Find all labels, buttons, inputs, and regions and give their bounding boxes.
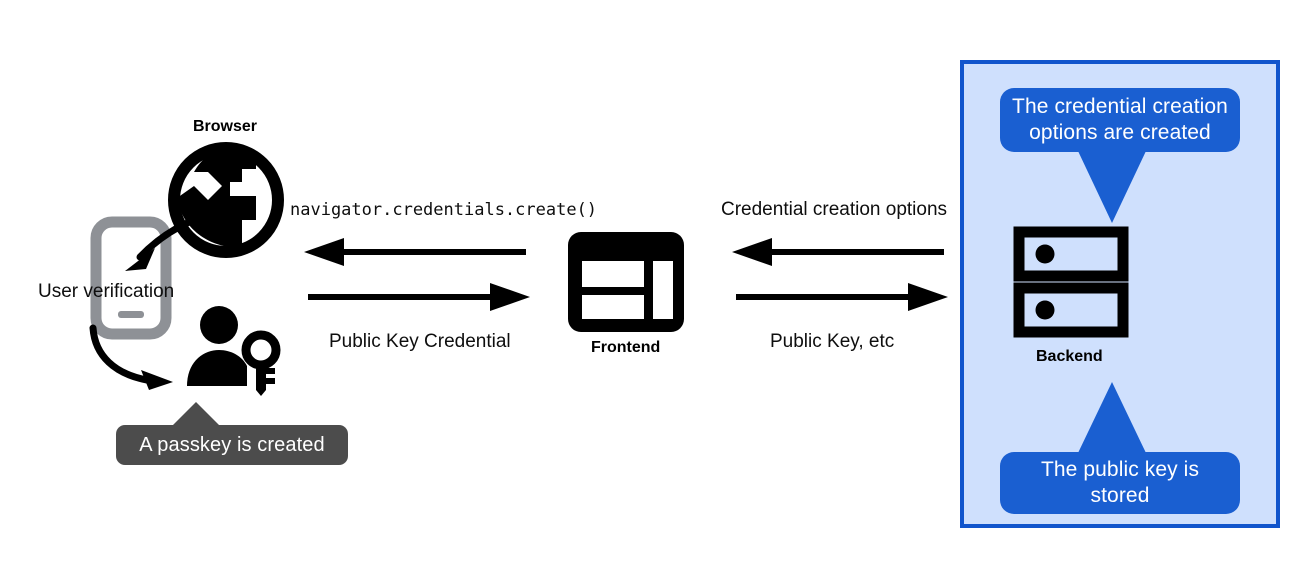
browser-label: Browser [193,118,258,135]
label-public-key-credential: Public Key Credential [329,331,511,352]
arrow-device-to-user-icon [85,320,215,400]
user-verification-label: User verification [38,281,175,302]
callout-passkey-created: A passkey is created [116,425,348,465]
server-rack-icon [1013,226,1129,338]
mobile-phone-icon [90,216,172,340]
frontend-label: Frontend [591,339,661,356]
arrow-browser-to-frontend [302,283,532,311]
callout-credential-options: The credential creation options are crea… [1000,88,1240,152]
label-public-key-etc: Public Key, etc [770,331,895,352]
arrow-browser-to-device-icon [95,185,225,285]
arrow-frontend-to-backend [730,283,950,311]
webpage-layout-icon [567,231,685,333]
label-navigator-credentials-create: navigator.credentials.create() [290,200,598,220]
backend-label: Backend [1036,348,1103,365]
arrow-frontend-to-browser [302,238,532,266]
arrow-backend-to-frontend [730,238,950,266]
label-credential-creation-options: Credential creation options [721,199,948,220]
callout-tail-down-icon [1078,151,1146,223]
person-with-key-icon [186,306,282,396]
callout-tail-up-icon [1078,382,1146,453]
callout-tail-passkey-icon [170,402,222,428]
callout-public-key-stored: The public key is stored [1000,452,1240,514]
globe-icon [168,142,284,258]
